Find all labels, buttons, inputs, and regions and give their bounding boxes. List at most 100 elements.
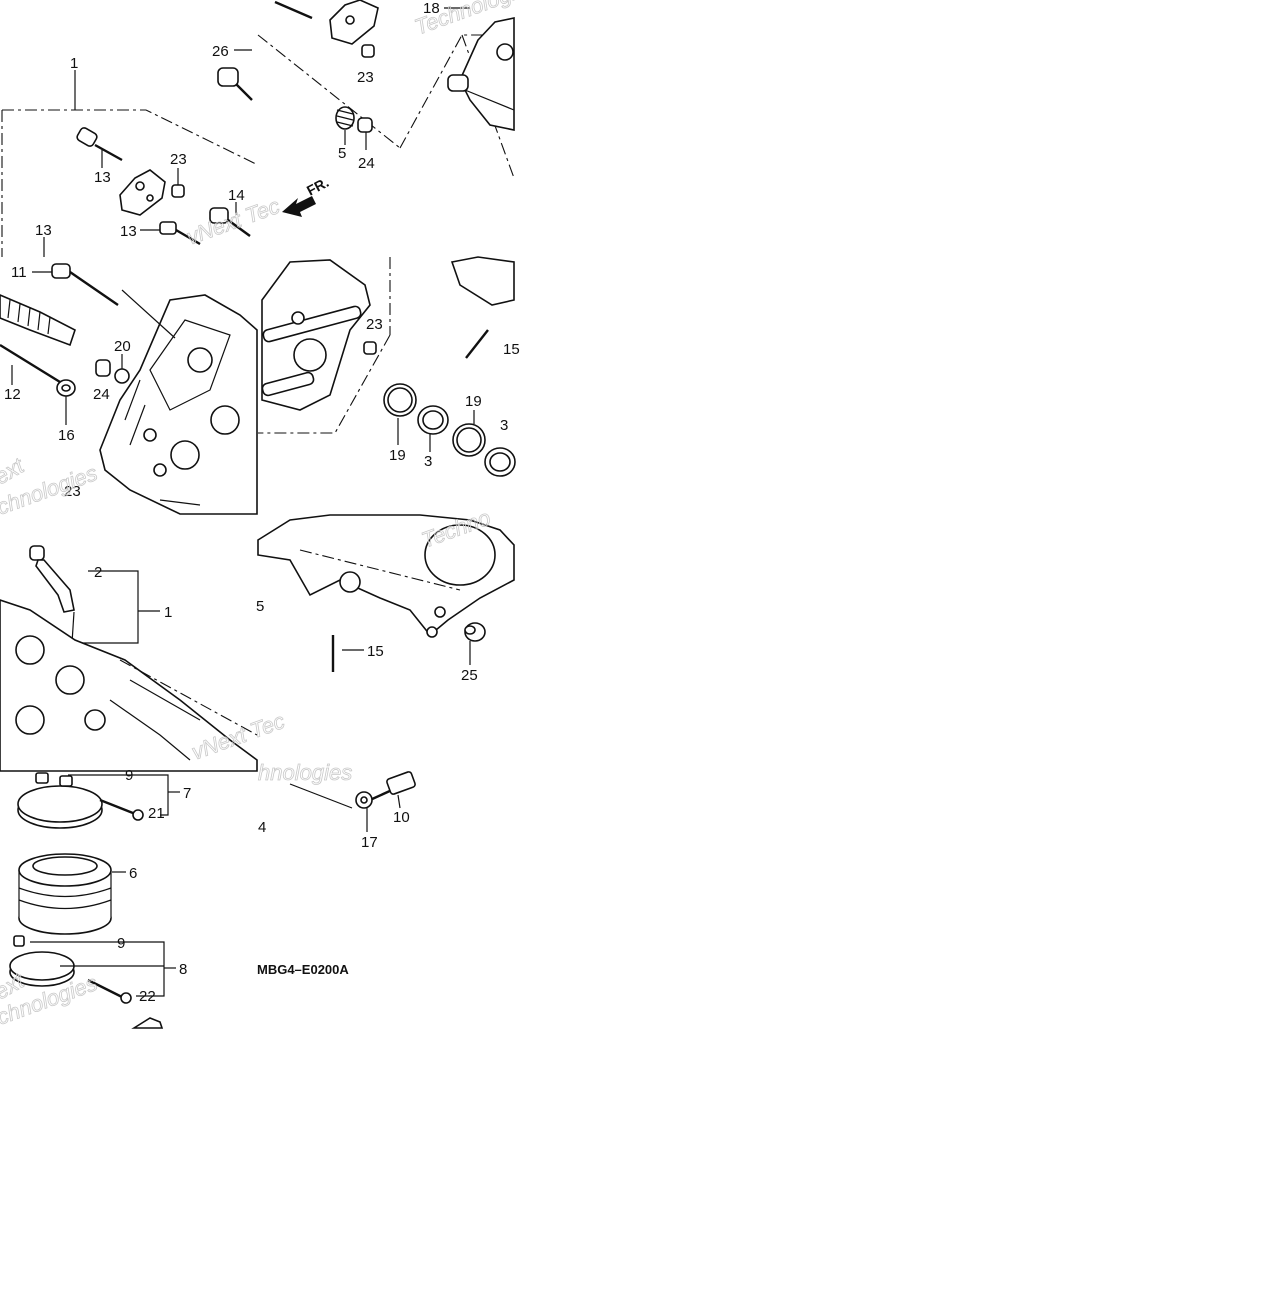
callout-11: 11 bbox=[11, 264, 27, 281]
callout-25: 25 bbox=[461, 667, 478, 684]
assembly-outline-dashed bbox=[257, 34, 401, 149]
callout-12: 12 bbox=[4, 386, 21, 403]
cylinder-head-icon bbox=[0, 599, 258, 772]
callout-13: 13 bbox=[35, 222, 52, 239]
callout-8: 8 bbox=[179, 961, 187, 978]
callout-3: 3 bbox=[500, 417, 508, 434]
callout-labels: 1 26 18 23 5 24 13 23 14 13 13 11 20 24 … bbox=[4, 0, 520, 1005]
dowel-pin-icon bbox=[357, 117, 373, 133]
callout-5: 5 bbox=[256, 598, 264, 615]
dowel-pin-icon bbox=[361, 44, 375, 58]
callout-17: 17 bbox=[361, 834, 378, 851]
callout-13: 13 bbox=[120, 223, 137, 240]
callout-16: 16 bbox=[58, 427, 75, 444]
tile-lower-center bbox=[257, 514, 515, 672]
cylinder-head-front-icon bbox=[99, 294, 258, 515]
tile-middle-left bbox=[0, 263, 258, 515]
dowel-pin-icon bbox=[171, 184, 185, 198]
o-ring-inner bbox=[387, 387, 413, 413]
valve-guide-icon bbox=[29, 545, 75, 613]
screw-head bbox=[120, 992, 132, 1004]
callout-14: 14 bbox=[228, 187, 245, 204]
dowel-pin-icon bbox=[363, 341, 377, 355]
callout-5: 5 bbox=[338, 145, 346, 162]
spring-icon bbox=[335, 106, 355, 130]
callout-15: 15 bbox=[367, 643, 384, 660]
cam-holder-icon bbox=[119, 169, 166, 216]
bolt-icon bbox=[274, 0, 313, 20]
sealing-bolt-icon bbox=[209, 207, 251, 237]
tile-middle-center bbox=[258, 256, 516, 477]
callout-13: 13 bbox=[94, 169, 111, 186]
callout-24: 24 bbox=[358, 155, 375, 172]
callout-7: 7 bbox=[183, 785, 191, 802]
callout-24: 24 bbox=[93, 386, 110, 403]
callout-23: 23 bbox=[64, 483, 81, 500]
long-bolt-icon bbox=[51, 263, 119, 306]
callout-4: 4 bbox=[258, 819, 266, 836]
screw-head bbox=[132, 809, 144, 821]
callout-23: 23 bbox=[366, 316, 383, 333]
cam-holder-icon bbox=[329, 0, 379, 45]
callout-6: 6 bbox=[129, 865, 137, 882]
clamp-band-icon bbox=[9, 935, 75, 987]
plug-icon bbox=[217, 67, 253, 101]
cylinder-head-rear-icon bbox=[450, 256, 515, 306]
front-indicator-label: FR. bbox=[304, 174, 331, 199]
leader-line bbox=[121, 289, 176, 339]
screw-icon bbox=[87, 978, 125, 1000]
assembly-outline-dashed bbox=[258, 334, 391, 434]
o-ring-icon bbox=[114, 368, 130, 384]
callout-19: 19 bbox=[389, 447, 406, 464]
insulator-icon bbox=[18, 853, 112, 935]
clamp-band-icon bbox=[17, 772, 103, 829]
tile-bottom-center bbox=[289, 771, 416, 832]
callout-9: 9 bbox=[117, 935, 125, 952]
callout-1: 1 bbox=[164, 604, 172, 621]
callout-23: 23 bbox=[170, 151, 187, 168]
callout-26: 26 bbox=[212, 43, 229, 60]
tile-upper-middle bbox=[257, 0, 515, 217]
callout-15: 15 bbox=[503, 341, 520, 358]
cylinder-head-rear-icon bbox=[447, 17, 515, 131]
callout-20: 20 bbox=[114, 338, 131, 355]
dowel-pin-icon bbox=[95, 359, 111, 377]
watermark-text: hnologies bbox=[258, 760, 352, 785]
o-ring-inner bbox=[456, 427, 482, 453]
leader-bracket bbox=[68, 774, 169, 816]
callout-2: 2 bbox=[94, 564, 102, 581]
collar-icon bbox=[484, 447, 516, 477]
clamp-band-icon bbox=[131, 1017, 164, 1029]
diagram-code: MBG4–E0200A bbox=[257, 962, 349, 977]
callout-23: 23 bbox=[357, 69, 374, 86]
tile-bottom-left bbox=[9, 772, 180, 1029]
bolt-icon bbox=[0, 343, 61, 384]
leader-bracket bbox=[72, 570, 139, 644]
cylinder-head-rear-icon bbox=[257, 514, 515, 638]
callout-21: 21 bbox=[148, 805, 165, 822]
stud-bolt-icon bbox=[465, 329, 489, 359]
callout-3: 3 bbox=[424, 453, 432, 470]
screw-icon bbox=[99, 798, 139, 817]
temperature-sensor-icon bbox=[369, 771, 416, 802]
dowel-pin-icon bbox=[464, 622, 486, 642]
washer-hole bbox=[61, 384, 71, 392]
leader-bracket bbox=[30, 941, 165, 997]
cap-bolt-icon bbox=[159, 221, 201, 246]
cap-bolt-icon bbox=[76, 127, 123, 162]
cylinder-head-rear-icon bbox=[261, 259, 371, 411]
callout-22: 22 bbox=[139, 988, 156, 1005]
tile-upper-left bbox=[1, 49, 259, 257]
assembly-outline-dashed bbox=[119, 659, 258, 736]
washer-hole bbox=[360, 796, 368, 804]
leader-line bbox=[289, 783, 353, 809]
spark-plug-icon bbox=[0, 294, 76, 347]
callout-19: 19 bbox=[465, 393, 482, 410]
callout-1: 1 bbox=[70, 55, 78, 72]
callout-9: 9 bbox=[125, 767, 133, 784]
callout-18: 18 bbox=[423, 0, 440, 17]
front-direction-arrow bbox=[282, 196, 316, 217]
callout-10: 10 bbox=[393, 809, 410, 826]
